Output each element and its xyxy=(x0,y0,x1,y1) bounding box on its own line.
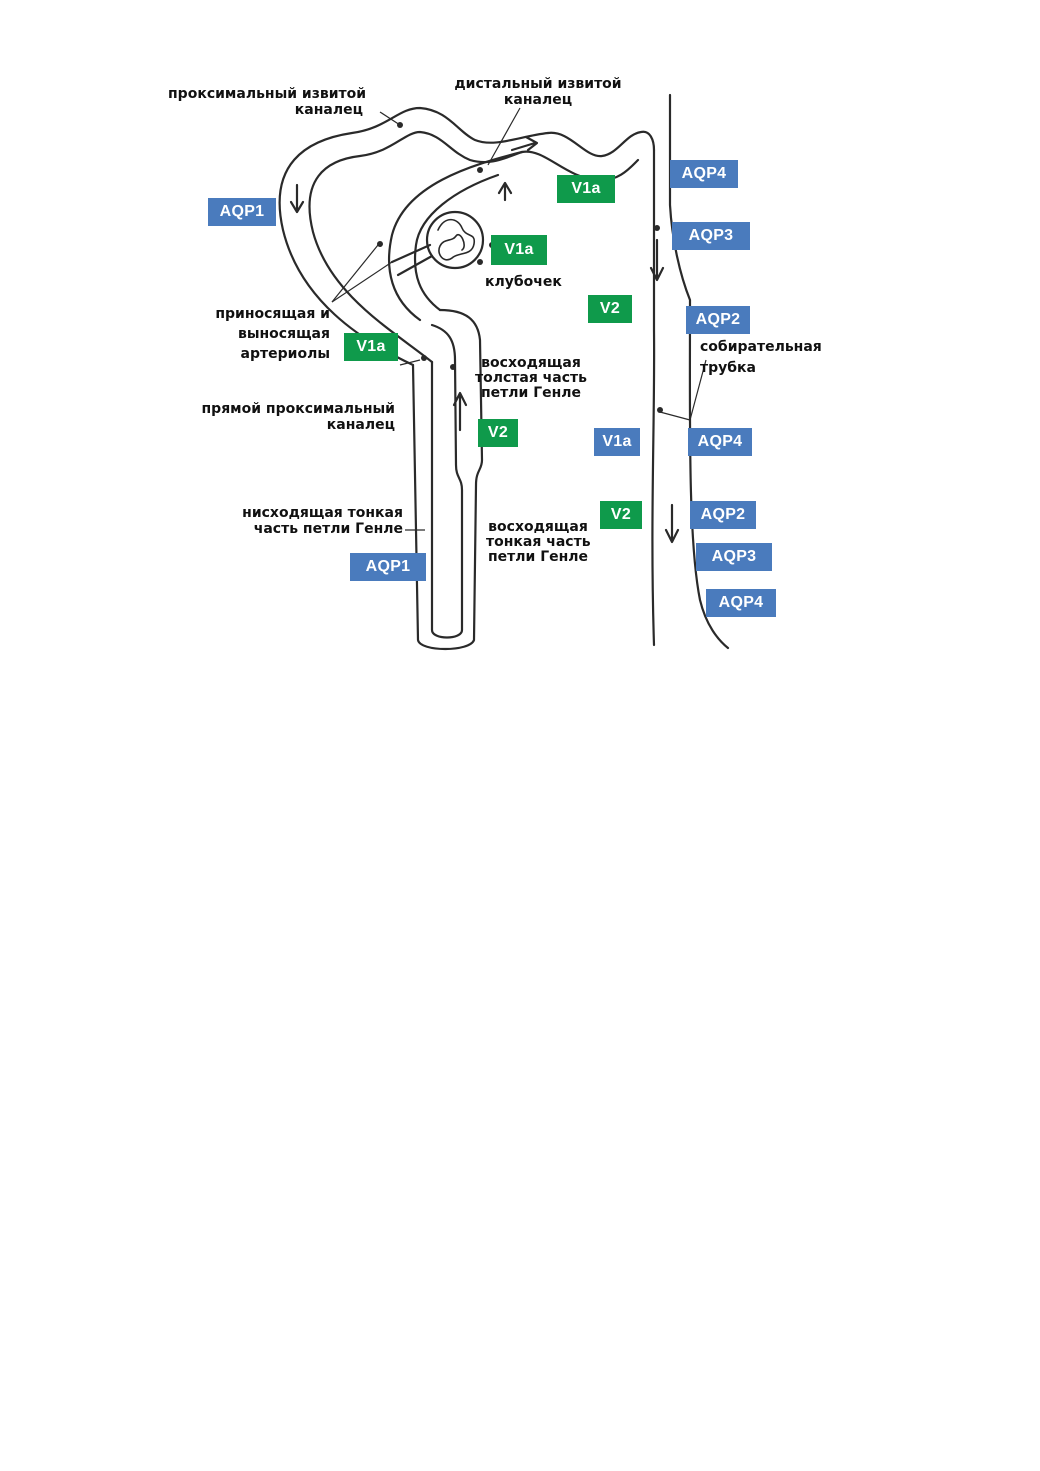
marker-dot xyxy=(397,122,403,128)
label-line: выносящая xyxy=(206,324,330,344)
aqp1-badge: AQP1 xyxy=(350,553,426,581)
marker-dot xyxy=(654,225,660,231)
aqp4-badge: AQP4 xyxy=(688,428,752,456)
label-line: восходящая xyxy=(486,520,590,535)
aqp4-badge: AQP4 xyxy=(670,160,738,188)
collecting-duct-arrow-bottom xyxy=(666,505,678,542)
v1a-receptor-badge: V1a xyxy=(557,175,615,203)
label-line: трубка xyxy=(700,358,822,379)
distal-tubule-outer-wall xyxy=(548,132,654,156)
label-distal-convoluted-tubule: дистальный извитой каналец xyxy=(452,76,624,108)
label-line: клубочек xyxy=(485,274,562,290)
label-thin-ascending-limb: восходящая тонкая часть петли Генле xyxy=(486,520,590,565)
marker-dot xyxy=(477,259,483,265)
label-line: дистальный извитой xyxy=(452,76,624,92)
aqp2-badge: AQP2 xyxy=(690,501,756,529)
label-line: приносящая и xyxy=(206,304,330,324)
label-line: каналец xyxy=(196,417,395,433)
leader-collecting-duct-2 xyxy=(660,412,690,420)
label-line: часть петли Генле xyxy=(240,521,403,537)
label-line: восходящая xyxy=(474,356,588,371)
label-line: проксимальный извитой xyxy=(168,86,363,102)
v1a-receptor-badge: V1a xyxy=(344,333,398,361)
collecting-duct-arrow-top xyxy=(651,240,663,280)
aqp4-badge: AQP4 xyxy=(706,589,776,617)
marker-dot xyxy=(421,355,427,361)
label-line: толстая часть xyxy=(474,371,588,386)
label-line: собирательная xyxy=(700,337,822,358)
label-thin-descending-limb: нисходящая тонкая часть петли Генле xyxy=(240,505,403,537)
marker-dot xyxy=(450,364,456,370)
label-glomerulus: клубочек xyxy=(485,274,562,290)
label-proximal-convoluted-tubule: проксимальный извитой каналец xyxy=(168,86,363,118)
label-line: тонкая часть xyxy=(486,535,590,550)
aqp3-badge: AQP3 xyxy=(696,543,772,571)
marker-dot xyxy=(377,241,383,247)
label-line: прямой проксимальный xyxy=(196,401,395,417)
v2-receptor-badge: V2 xyxy=(588,295,632,323)
label-line: нисходящая тонкая xyxy=(240,505,403,521)
leader-arterioles-1 xyxy=(332,245,378,302)
label-line: каналец xyxy=(452,92,624,108)
label-collecting-duct: собирательная трубка xyxy=(700,337,822,379)
aqp2-badge: AQP2 xyxy=(686,306,750,334)
label-arterioles: приносящая и выносящая артериолы xyxy=(206,304,330,364)
label-line: каналец xyxy=(168,102,363,118)
proximal-flow-arrow xyxy=(291,185,303,212)
descending-limb-inner xyxy=(432,325,462,638)
v1a-receptor-badge: V1a xyxy=(594,428,640,456)
v1a-receptor-badge: V1a xyxy=(491,235,547,265)
label-line: петли Генле xyxy=(474,386,588,401)
glomerulus-capillaries xyxy=(438,220,474,260)
marker-dot xyxy=(477,167,483,173)
label-straight-proximal-tubule: прямой проксимальный каналец xyxy=(196,401,395,433)
marker-dot xyxy=(657,407,663,413)
leader-arterioles-2 xyxy=(332,262,392,302)
v2-receptor-badge: V2 xyxy=(600,501,642,529)
label-line: петли Генле xyxy=(486,550,590,565)
v2-receptor-badge: V2 xyxy=(478,419,518,447)
label-line: артериолы xyxy=(206,344,330,364)
aqp3-badge: AQP3 xyxy=(672,222,750,250)
glomerular-up-arrow xyxy=(499,183,511,200)
aqp1-badge: AQP1 xyxy=(208,198,276,226)
collecting-duct-left-wall xyxy=(652,150,654,645)
label-thick-ascending-limb: восходящая толстая часть петли Генле xyxy=(474,356,588,401)
